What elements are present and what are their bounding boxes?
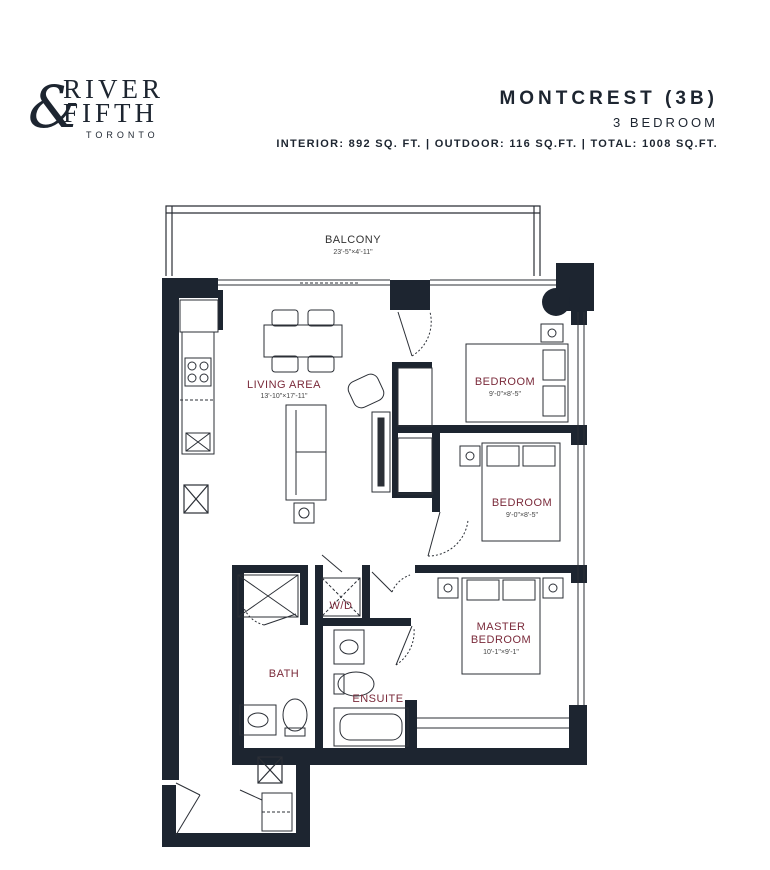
living-area-label: LIVING AREA <box>247 379 321 391</box>
bedroom1-furniture <box>397 323 569 427</box>
unit-title-block: MONTCREST (3B) 3 BEDROOM INTERIOR: 892 S… <box>276 88 718 152</box>
media-console <box>371 411 391 493</box>
logo-word-river: RIVER <box>63 74 164 104</box>
bath-fixtures <box>237 574 308 737</box>
master-bedroom-dimensions: 10'-1"×9'-1" <box>483 649 519 656</box>
entry-closet <box>261 792 293 832</box>
bedroom1-label: BEDROOM <box>475 376 535 388</box>
master-bedroom-label-line1: MASTER <box>477 621 526 633</box>
balcony-outline <box>165 205 541 276</box>
north-window <box>218 279 556 286</box>
bedroom2-furniture <box>397 437 561 542</box>
master-bedroom-furniture <box>437 577 564 675</box>
brand-logo: & RIVER FIFTH TORONTO <box>28 70 188 141</box>
mechanical-shafts <box>183 484 283 784</box>
bedroom1-dimensions: 9'-0"×8'-5" <box>489 391 521 398</box>
master-bedroom-label-line2: BEDROOM <box>471 634 531 646</box>
unit-name: MONTCREST (3B) <box>499 88 718 109</box>
walls <box>162 263 594 847</box>
bedroom2-dimensions: 9'-0"×8'-5" <box>506 512 538 519</box>
balcony-dimensions: 23'-5"×4'-11" <box>333 249 373 256</box>
east-window <box>577 312 585 705</box>
unit-areas: INTERIOR: 892 SQ. FT. | OUTDOOR: 116 SQ.… <box>276 138 718 150</box>
kitchen <box>179 299 219 455</box>
unit-bedrooms: 3 BEDROOM <box>612 115 718 130</box>
ensuite-fixtures <box>333 629 409 747</box>
sofa <box>285 404 327 501</box>
living-area-dimensions: 13'-10"×17'-11" <box>260 393 308 400</box>
wd-label: W/D <box>330 600 353 612</box>
ensuite-label: ENSUITE <box>352 693 403 705</box>
balcony-label: BALCONY <box>325 234 381 246</box>
south-window <box>417 717 569 729</box>
dining-table <box>263 309 343 373</box>
bedroom2-label: BEDROOM <box>492 497 552 509</box>
column-icon <box>542 288 570 316</box>
logo-word-fifth: FIFTH <box>63 98 159 128</box>
bath-label: BATH <box>269 668 300 680</box>
logo-word-toronto: TORONTO <box>86 130 159 140</box>
logo-ampersand: & <box>28 73 80 141</box>
side-table <box>293 502 315 524</box>
washer-dryer <box>321 577 361 617</box>
armchair <box>347 373 385 409</box>
